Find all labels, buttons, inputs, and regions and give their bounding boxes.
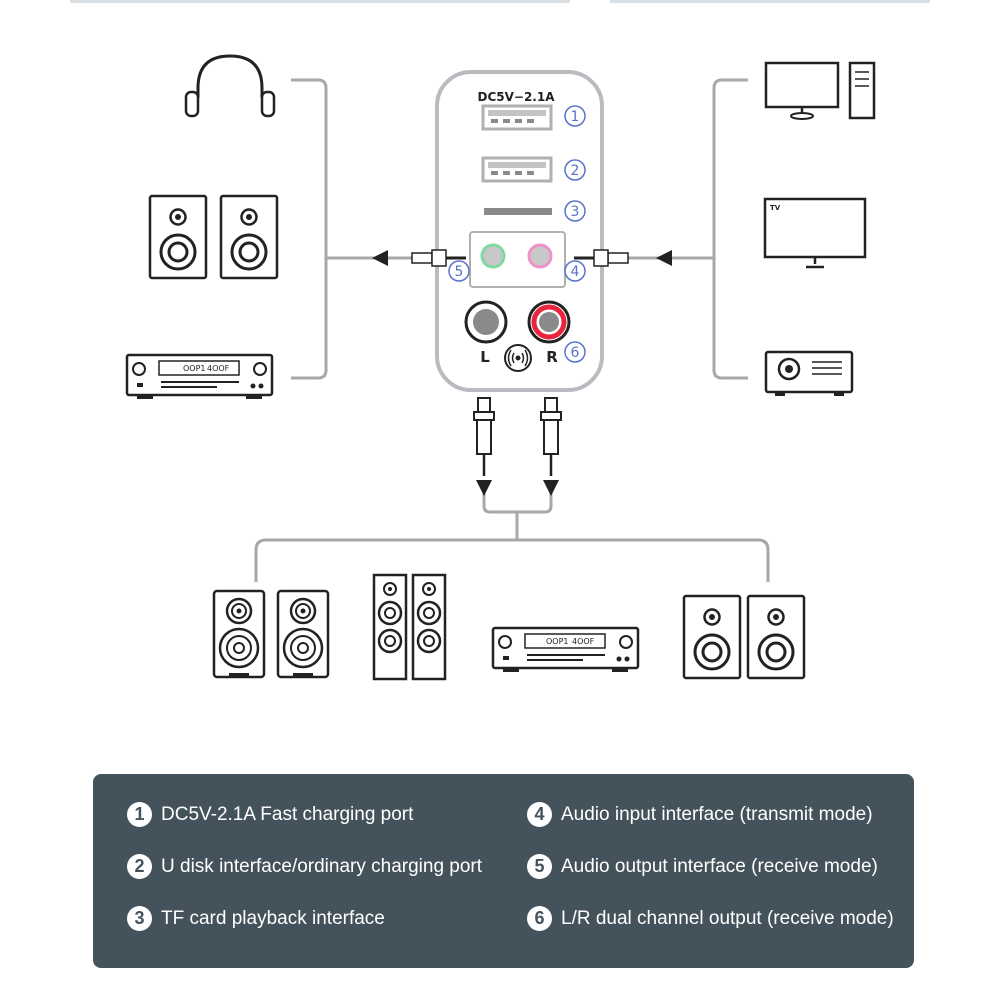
speaker-icon: [219, 194, 279, 280]
speaker-icon: [212, 589, 266, 679]
input-arrow-icon: [656, 250, 672, 266]
legend-item-6: 6 L/R dual channel output (receive mode): [527, 906, 894, 931]
legend-text: U disk interface/ordinary charging port: [161, 855, 483, 877]
headphones-icon: [184, 54, 276, 118]
amp-display-left: OOP1: [546, 637, 569, 646]
tf-card-slot[interactable]: [484, 208, 552, 215]
rca-right-jack[interactable]: [527, 300, 571, 344]
badge-2: 2: [571, 163, 580, 179]
rca-arrow-left-icon: [476, 480, 492, 496]
amp-display-right: 4OOF: [572, 637, 595, 646]
fast-charging-usb-port[interactable]: [481, 104, 553, 131]
badge-3: 3: [571, 204, 580, 220]
legend-item-4: 4 Audio input interface (transmit mode): [527, 802, 873, 827]
bluetooth-wave-icon[interactable]: [504, 344, 532, 372]
badge-6: 6: [571, 345, 580, 361]
projector-icon: [764, 350, 854, 396]
amplifier-icon: [491, 626, 640, 674]
tv-label: TV: [770, 204, 781, 212]
connection-lines: [254, 78, 770, 582]
top-divider: [70, 0, 930, 3]
badge-5: 5: [455, 264, 464, 280]
speaker-icon: [148, 194, 208, 280]
legend-panel: 1 DC5V-2.1A Fast charging port 2 U disk …: [93, 774, 914, 968]
legend-number-badge: 4: [527, 802, 552, 827]
aux-plug-icon: [574, 249, 629, 267]
legend-number-badge: 5: [527, 854, 552, 879]
aux-output-jack[interactable]: [480, 243, 506, 269]
legend-text: DC5V-2.1A Fast charging port: [161, 803, 414, 825]
port-number-badges: 1 2 3 4 5 6: [448, 105, 586, 363]
legend-text: L/R dual channel output (receive mode): [561, 907, 894, 929]
badge-4: 4: [571, 264, 580, 280]
amp-display-left: OOP1: [183, 364, 206, 373]
legend-number-badge: 2: [127, 854, 152, 879]
rca-left-jack[interactable]: [464, 300, 508, 344]
output-arrow-icon: [372, 250, 388, 266]
legend-text: Audio output interface (receive mode): [561, 855, 878, 877]
legend-item-2: 2 U disk interface/ordinary charging por…: [127, 854, 482, 879]
amp-display-right: 4OOF: [207, 364, 230, 373]
speaker-icon: [682, 594, 742, 680]
legend-number-badge: 3: [127, 906, 152, 931]
legend-text: Audio input interface (transmit mode): [561, 803, 873, 825]
legend-item-3: 3 TF card playback interface: [127, 906, 385, 931]
aux-input-jack[interactable]: [527, 243, 553, 269]
u-disk-usb-port[interactable]: [481, 156, 553, 183]
legend-text: TF card playback interface: [161, 907, 385, 929]
rca-arrow-right-icon: [543, 480, 559, 496]
pc-tower-icon: [848, 61, 876, 120]
rca-plug-icon: [539, 396, 563, 478]
legend-number-badge: 1: [127, 802, 152, 827]
left-channel-label: L: [480, 348, 490, 366]
speaker-icon: [746, 594, 806, 680]
amplifier-icon: [125, 353, 274, 401]
connection-diagram: DC5V−2.1A: [125, 54, 876, 681]
monitor-icon: [764, 61, 840, 120]
legend-item-5: 5 Audio output interface (receive mode): [527, 854, 878, 879]
badge-1: 1: [571, 109, 580, 125]
legend-number-badge: 6: [527, 906, 552, 931]
tv-icon: [763, 197, 867, 269]
rca-plug-icon: [472, 396, 496, 478]
speaker-icon: [372, 573, 408, 681]
speaker-icon: [411, 573, 447, 681]
aux-plug-icon: [411, 249, 466, 267]
bluetooth-device: DC5V−2.1A: [435, 70, 604, 392]
legend-item-1: 1 DC5V-2.1A Fast charging port: [127, 802, 413, 827]
speaker-icon: [276, 589, 330, 679]
power-label: DC5V−2.1A: [477, 90, 555, 104]
right-channel-label: R: [546, 348, 558, 366]
